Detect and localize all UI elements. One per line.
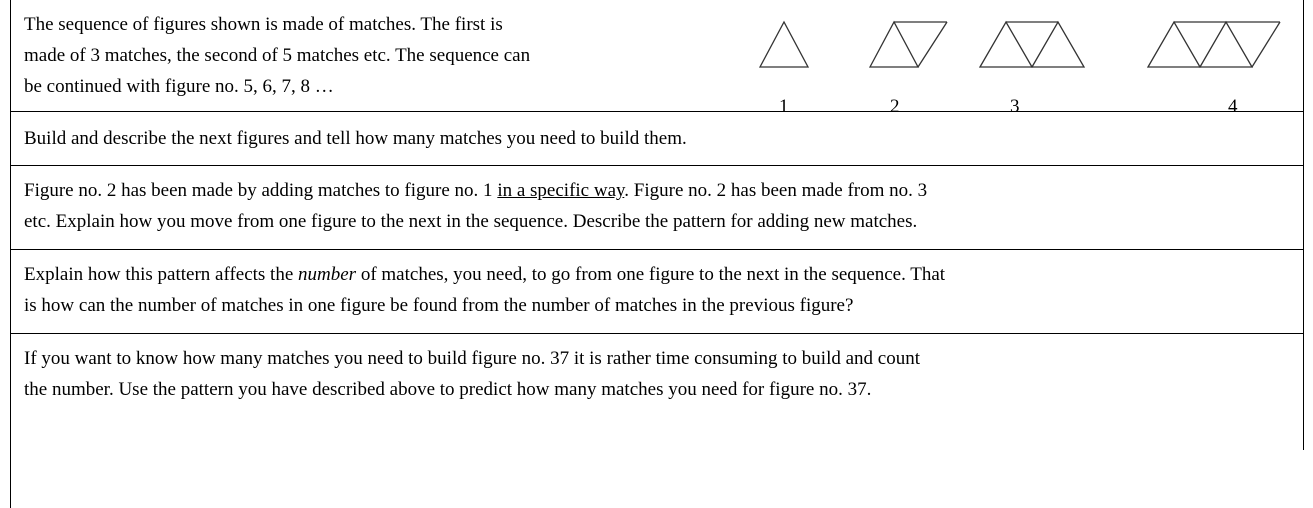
- intro-line-3: be continued with figure no. 5, 6, 7, 8 …: [24, 76, 334, 97]
- task-2-underlined-phrase: in a specific way: [497, 180, 625, 201]
- task-4-line-2: the number. Use the pattern you have des…: [24, 379, 872, 400]
- task-2-text-a: Figure no. 2 has been made by adding mat…: [24, 180, 498, 201]
- match-figures: 1 2 3 4: [752, 12, 1292, 122]
- match-figures-drawing: [758, 20, 1281, 68]
- task-2-text-b: . Figure no. 2 has been made from no. 3: [624, 180, 928, 201]
- divider-1: [10, 111, 1303, 112]
- intro-line-2: made of 3 matches, the second of 5 match…: [24, 45, 531, 66]
- figure-3-shape: [978, 20, 1086, 68]
- frame-border-left: [10, 0, 11, 508]
- figure-label-1: 1: [779, 96, 789, 117]
- task-3-line-1: Explain how this pattern affects the num…: [24, 259, 945, 290]
- task-3-text-b: of matches, you need, to go from one fig…: [356, 264, 946, 285]
- task-2-line-1: Figure no. 2 has been made by adding mat…: [24, 175, 927, 206]
- divider-2: [10, 165, 1303, 166]
- task-3-line-2: is how can the number of matches in one …: [24, 295, 854, 316]
- figure-2-shape: [868, 20, 948, 68]
- task-1-text: Build and describe the next figures and …: [24, 128, 687, 149]
- figure-label-3: 3: [1010, 96, 1020, 117]
- figure-4-shape: [1146, 20, 1281, 68]
- divider-3: [10, 249, 1303, 250]
- figure-1-triangle: [758, 20, 810, 68]
- task-4-line-1: If you want to know how many matches you…: [24, 348, 921, 369]
- task-2-line-2: etc. Explain how you move from one figur…: [24, 211, 918, 232]
- divider-4: [10, 333, 1303, 334]
- task-3-italic-word: number: [298, 264, 357, 285]
- intro-line-1: The sequence of figures shown is made of…: [24, 14, 503, 35]
- figure-label-4: 4: [1228, 96, 1238, 117]
- frame-border-right: [1303, 0, 1304, 450]
- figure-label-2: 2: [890, 96, 900, 117]
- task-3-text-a: Explain how this pattern affects the: [24, 264, 299, 285]
